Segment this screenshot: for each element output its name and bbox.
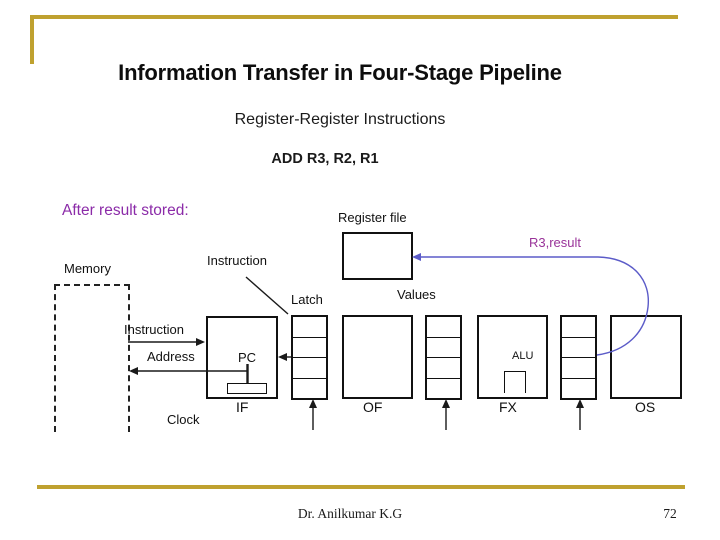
latch-cell	[562, 358, 595, 379]
pc-register-rect	[227, 383, 267, 394]
instruction-bus-label: Instruction	[124, 322, 184, 337]
stage-fx-box	[477, 315, 548, 399]
gold-top-rule	[30, 15, 678, 19]
instruction-example: ADD R3, R2, R1	[271, 151, 379, 167]
stage-if-label: IF	[236, 399, 249, 415]
stage-if-box	[206, 316, 278, 399]
register-file-label: Register file	[338, 210, 407, 225]
stage-fx-label: FX	[499, 399, 517, 415]
writeback-result-label: R3,result	[529, 235, 582, 250]
memory-label: Memory	[64, 261, 111, 276]
slide-subtitle: Register-Register Instructions	[234, 111, 446, 128]
latch-cell	[293, 358, 326, 379]
register-file-box	[342, 232, 413, 280]
latch-cell	[562, 379, 595, 399]
stage-os-box	[610, 315, 682, 399]
stage-of-box	[342, 315, 413, 399]
latch-cell	[427, 379, 460, 399]
latch-to-if-arrowhead	[278, 353, 287, 361]
instruction-pointer-label: Instruction	[207, 253, 267, 268]
latch-column-1	[291, 315, 328, 400]
stage-os-label: OS	[635, 399, 656, 415]
footer-author: Dr. Anilkumar K.G	[297, 506, 403, 521]
writeback-arrowhead	[412, 253, 421, 261]
pc-label: PC	[238, 350, 257, 365]
latch-cell	[562, 317, 595, 338]
latch-cell	[562, 338, 595, 358]
latch-cell	[427, 358, 460, 379]
address-bus-label: Address	[147, 349, 195, 364]
memory-box	[54, 284, 130, 432]
latch-column-3	[560, 315, 597, 400]
values-label: Values	[397, 287, 436, 302]
latch-label: Latch	[291, 292, 323, 307]
alu-label: ALU	[512, 350, 534, 362]
latch-column-2	[425, 315, 462, 400]
gold-corner-rule	[30, 15, 34, 64]
slide-title: Information Transfer in Four-Stage Pipel…	[118, 60, 562, 85]
annotation-after-result: After result stored:	[62, 202, 189, 219]
instruction-arrowhead	[196, 338, 205, 346]
clock-label: Clock	[167, 412, 200, 427]
clock-arrowhead-3	[576, 399, 584, 408]
clock-arrowhead-2	[442, 399, 450, 408]
gold-footer-rule	[37, 485, 685, 489]
latch-cell	[293, 317, 326, 338]
address-arrowhead	[129, 367, 138, 375]
latch-cell	[293, 379, 326, 399]
page-number: 72	[663, 506, 677, 521]
latch-cell	[427, 338, 460, 358]
latch-cell	[293, 338, 326, 358]
clock-arrowhead-1	[309, 399, 317, 408]
alu-shape	[504, 371, 526, 393]
instruction-callout-line	[245, 276, 289, 315]
latch-cell	[427, 317, 460, 338]
stage-of-label: OF	[363, 399, 383, 415]
